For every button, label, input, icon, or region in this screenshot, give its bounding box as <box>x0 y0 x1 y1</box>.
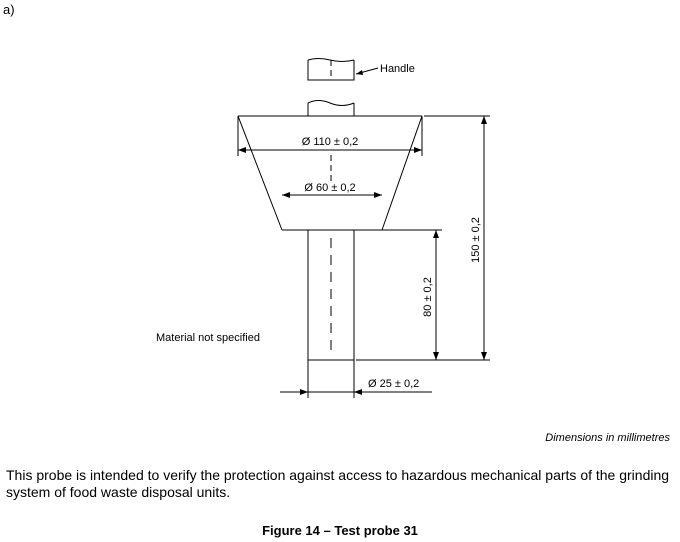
frustum-left-edge <box>237 115 283 231</box>
figure-title: Figure 14 – Test probe 31 <box>262 523 418 538</box>
dim-shaft-length-arrow-bottom <box>433 352 439 360</box>
panel-label: a) <box>3 2 15 17</box>
dim-shaft-length-label: 80 ± 0,2 <box>422 277 434 317</box>
dim-top-diameter-arrow-right <box>414 147 422 153</box>
dim-mid-diameter-arrow-right <box>374 192 382 198</box>
dim-top-diameter-label: Ø 110 ± 0,2 <box>302 136 359 148</box>
dim-total-length-arrow-bottom <box>481 352 487 360</box>
frustum-right-edge <box>381 115 423 231</box>
handle-upper-break <box>307 58 355 62</box>
dim-top-diameter-arrow-left <box>238 147 246 153</box>
dim-total-length-arrow-top <box>481 116 487 124</box>
dim-shaft-length-arrow-top <box>433 230 439 238</box>
dim-shaft-diameter-label: Ø 25 ± 0,2 <box>368 378 419 390</box>
material-note: Material not specified <box>156 332 260 344</box>
test-probe-drawing: Handle Ø 110 ± 0,2 Ø 60 ± 0,2 Ø 25 ± 0,2… <box>156 58 490 398</box>
dim-mid-diameter-label: Ø 60 ± 0,2 <box>304 182 355 194</box>
dim-shaft-diameter-arrow-right <box>354 389 362 395</box>
dim-total-length-label: 150 ± 0,2 <box>470 217 482 263</box>
handle-upper-outline <box>307 60 355 81</box>
handle-lower-break <box>307 100 355 106</box>
figure-caption: This probe is intended to verify the pro… <box>6 467 670 500</box>
units-note: Dimensions in millimetres <box>545 432 670 444</box>
dim-shaft-diameter-arrow-left <box>300 389 308 395</box>
handle-label: Handle <box>380 63 415 75</box>
handle-leader-arrow <box>356 70 363 75</box>
handle-lower-outline <box>307 103 355 116</box>
dim-mid-diameter-arrow-left <box>282 192 290 198</box>
